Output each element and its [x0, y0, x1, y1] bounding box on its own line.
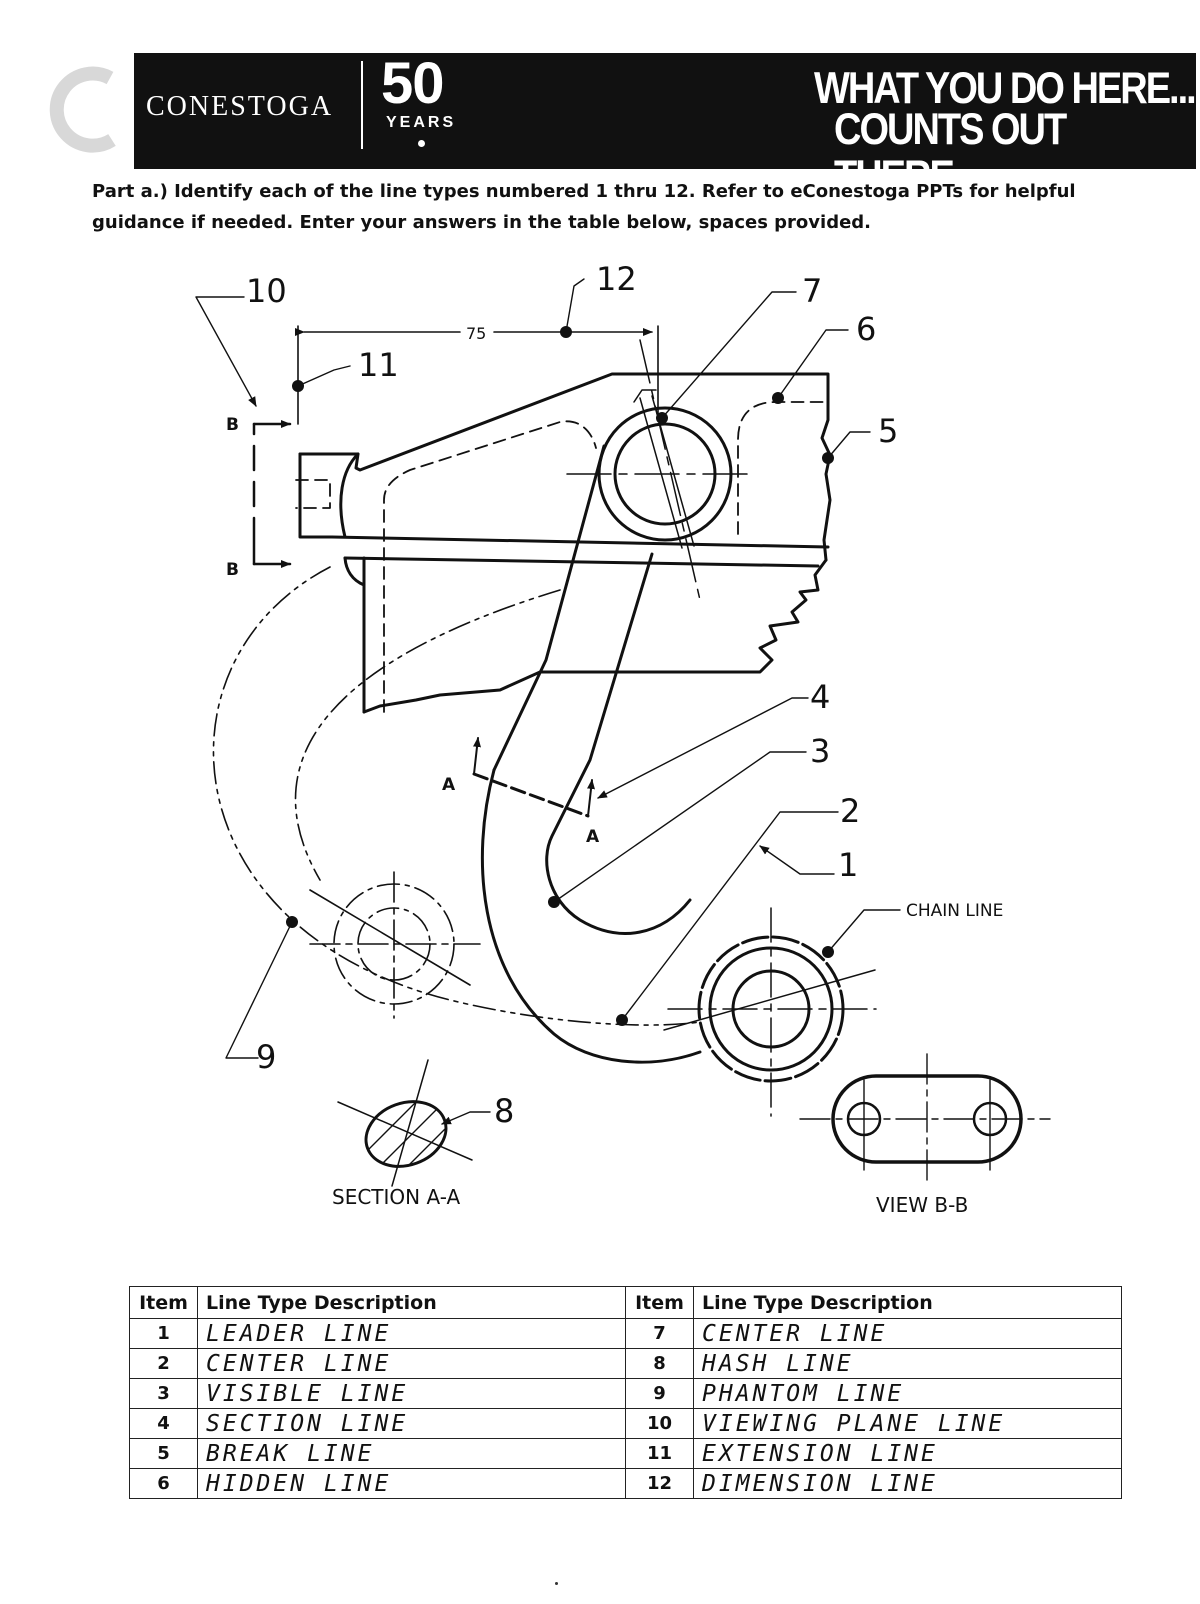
instructions-text: Part a.) Identify each of the line types… — [92, 181, 1076, 233]
table-row: 3 VISIBLE LINE 9 PHANTOM LINE — [129, 1378, 1122, 1409]
answer-field[interactable]: LEADER LINE — [197, 1318, 626, 1349]
scan-speck — [555, 1582, 558, 1585]
item-number: 7 — [625, 1318, 694, 1349]
answer-field[interactable]: HASH LINE — [693, 1348, 1122, 1379]
item-number: 2 — [129, 1348, 198, 1379]
cutting-plane-b — [252, 420, 292, 568]
answer-field[interactable]: CENTER LINE — [693, 1318, 1122, 1349]
answer-field[interactable]: HIDDEN LINE — [197, 1468, 626, 1499]
item-number: 8 — [625, 1348, 694, 1379]
conestoga-logo-mark — [49, 66, 116, 153]
callout-1: 1 — [838, 846, 858, 884]
section-view-label: SECTION A-A — [332, 1185, 460, 1209]
item-header: Item — [625, 1286, 694, 1319]
header-banner — [134, 53, 1196, 169]
callout-9: 9 — [256, 1038, 276, 1076]
cutting-plane-a — [472, 737, 595, 818]
lower-boss — [663, 907, 877, 1117]
table-row: 6 HIDDEN LINE 12 DIMENSION LINE — [129, 1468, 1122, 1499]
view-b-b — [799, 1053, 1051, 1183]
item-number: 6 — [129, 1468, 198, 1499]
answer-field[interactable]: CENTER LINE — [197, 1348, 626, 1379]
phantom-boss — [309, 871, 481, 1019]
callout-11: 11 — [358, 346, 399, 384]
callout-2: 2 — [840, 792, 860, 830]
table-header-row: Item Line Type Description Item Line Typ… — [129, 1286, 1122, 1319]
callout-12: 12 — [596, 260, 637, 298]
header-divider — [361, 61, 363, 149]
answer-field[interactable]: BREAK LINE — [197, 1438, 626, 1469]
view-b-label: VIEW B-B — [876, 1193, 968, 1217]
item-number: 3 — [129, 1378, 198, 1409]
item-number: 12 — [625, 1468, 694, 1499]
answer-field[interactable]: DIMENSION LINE — [693, 1468, 1122, 1499]
answer-field[interactable]: EXTENSION LINE — [693, 1438, 1122, 1469]
callout-8: 8 — [494, 1092, 514, 1130]
section-marker-left: A — [442, 775, 456, 795]
item-number: 5 — [129, 1438, 198, 1469]
item-number: 11 — [625, 1438, 694, 1469]
body-outline — [298, 372, 832, 714]
answer-field[interactable]: VIEWING PLANE LINE — [693, 1408, 1122, 1439]
anniversary-number: 50 — [381, 51, 445, 116]
table-row: 1 LEADER LINE 7 CENTER LINE — [129, 1318, 1122, 1349]
callout-10: 10 — [246, 272, 287, 310]
leader-dots — [286, 326, 834, 1026]
callout-5: 5 — [878, 412, 898, 450]
callout-6: 6 — [856, 310, 876, 348]
answer-field[interactable]: PHANTOM LINE — [693, 1378, 1122, 1409]
answer-field[interactable]: VISIBLE LINE — [197, 1378, 626, 1409]
tagline-line2: COUNTS OUT THERE. — [834, 104, 1067, 202]
brand-name: CONESTOGA — [146, 91, 334, 122]
table-row: 2 CENTER LINE 8 HASH LINE — [129, 1348, 1122, 1379]
arm-outline — [480, 444, 702, 1064]
callout-3: 3 — [810, 732, 830, 770]
section-a-a — [337, 1059, 473, 1187]
hidden-lines — [295, 401, 829, 713]
tagline-line1: WHAT YOU DO HERE... — [814, 63, 1197, 114]
phantom-lines — [212, 566, 701, 1026]
item-number: 9 — [625, 1378, 694, 1409]
item-number: 1 — [129, 1318, 198, 1349]
description-header: Line Type Description — [693, 1286, 1122, 1319]
leader-lines — [195, 278, 901, 1125]
anniversary-dot — [418, 140, 425, 147]
anniversary-label: YEARS — [386, 114, 457, 131]
item-number: 10 — [625, 1408, 694, 1439]
item-header: Item — [129, 1286, 198, 1319]
callout-numbers: 1 2 3 4 5 6 7 8 9 10 11 12 — [246, 260, 898, 1130]
answer-field[interactable]: SECTION LINE — [197, 1408, 626, 1439]
chain-line-label: CHAIN LINE — [906, 901, 1003, 921]
view-marker-bottom: B — [226, 560, 239, 580]
callout-4: 4 — [810, 678, 830, 716]
view-marker-top: B — [226, 415, 239, 435]
table-row: 4 SECTION LINE 10 VIEWING PLANE LINE — [129, 1408, 1122, 1439]
answer-table: Item Line Type Description Item Line Typ… — [129, 1286, 1122, 1499]
section-marker-right: A — [586, 827, 600, 847]
table-row: 5 BREAK LINE 11 EXTENSION LINE — [129, 1438, 1122, 1469]
technical-drawing: 1 2 3 4 5 6 7 8 9 10 11 12 75 B B A A CH… — [195, 260, 1051, 1217]
callout-7: 7 — [802, 272, 822, 310]
dimension-value: 75 — [466, 324, 486, 343]
dimension-line — [295, 325, 659, 425]
item-number: 4 — [129, 1408, 198, 1439]
description-header: Line Type Description — [197, 1286, 626, 1319]
